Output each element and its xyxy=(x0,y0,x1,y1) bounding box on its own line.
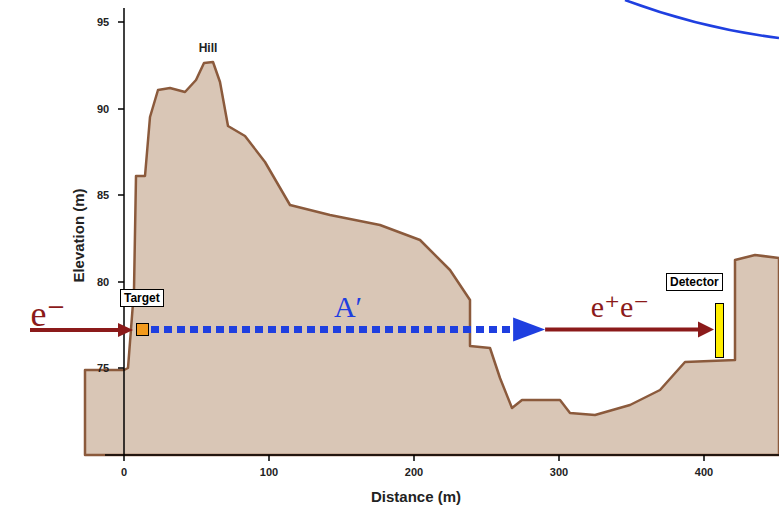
tick-label: 75 xyxy=(97,362,109,374)
axes xyxy=(105,8,779,461)
box-label: Target xyxy=(120,289,164,307)
curve-fragment xyxy=(625,0,779,38)
detector-box: Detector xyxy=(666,272,723,358)
tick-label: 80 xyxy=(97,276,109,288)
beam-label: e⁻ xyxy=(31,293,66,335)
tick-label: 200 xyxy=(405,466,423,478)
tick-label: 95 xyxy=(97,16,109,28)
hill-label: Hill xyxy=(199,41,218,55)
tick-label: 300 xyxy=(550,466,568,478)
box-label: Detector xyxy=(666,273,723,291)
axis-title: Elevation (m) xyxy=(70,188,87,282)
pair-label: e⁺e⁻ xyxy=(591,289,649,324)
edge-label: A′ xyxy=(334,290,362,324)
tick-label: 0 xyxy=(121,466,127,478)
axis-title: Distance (m) xyxy=(371,488,461,505)
terrain-profile xyxy=(85,62,779,455)
detector-bar xyxy=(715,303,724,358)
tick-label: 85 xyxy=(97,189,109,201)
tick-label: 400 xyxy=(695,466,713,478)
tick-label: 100 xyxy=(260,466,278,478)
target-block xyxy=(136,323,149,336)
tick-label: 90 xyxy=(97,103,109,115)
target-box: Target xyxy=(120,288,164,336)
